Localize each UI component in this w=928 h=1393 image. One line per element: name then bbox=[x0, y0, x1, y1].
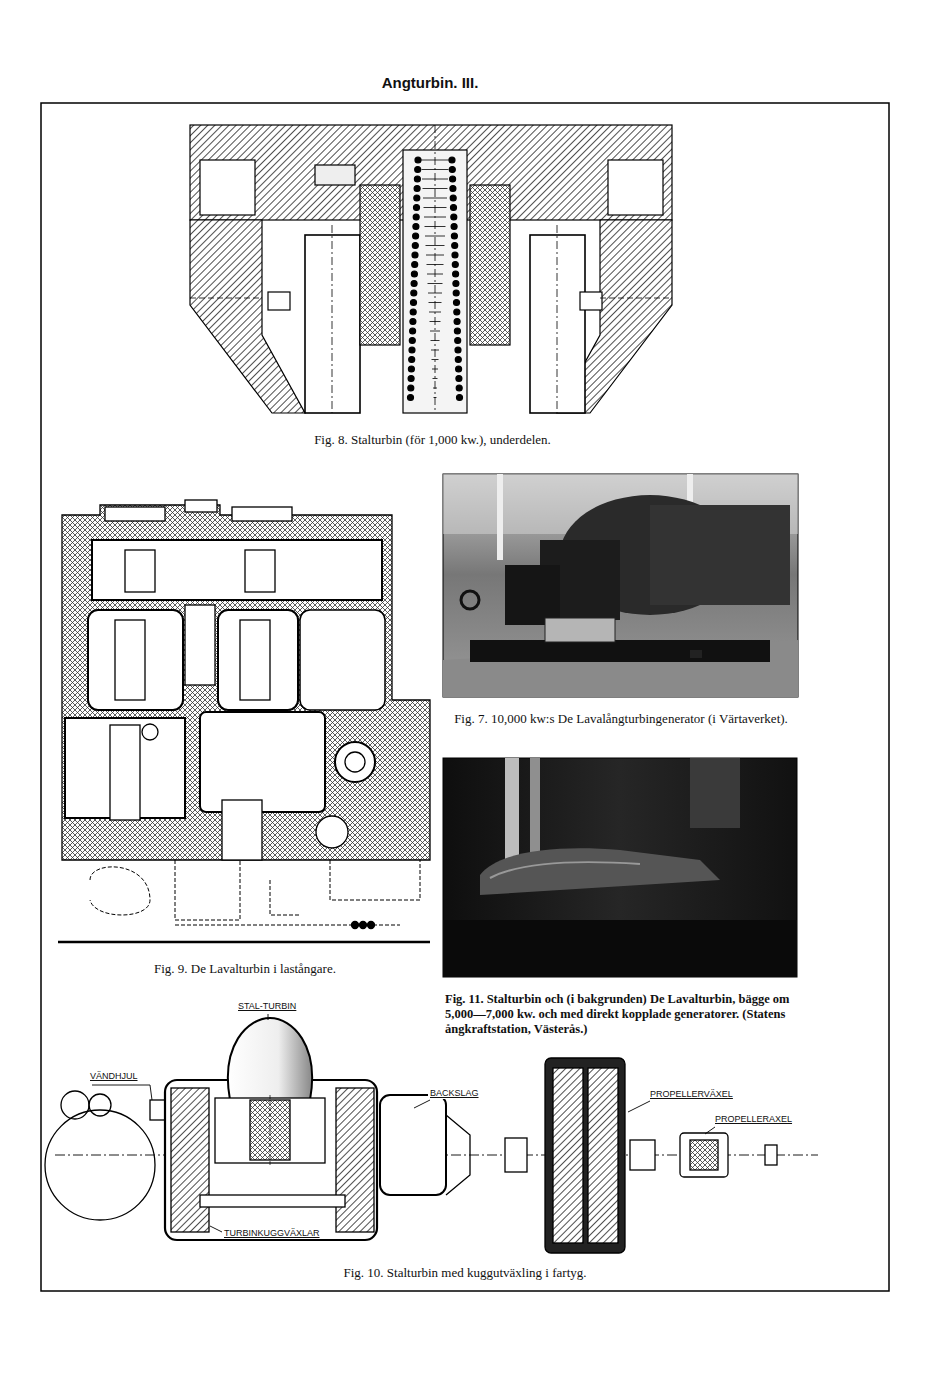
fig11-photo bbox=[443, 758, 797, 977]
fig10-drive bbox=[45, 1014, 818, 1253]
fig8-section bbox=[190, 125, 672, 413]
fig7-photo bbox=[443, 474, 798, 697]
figure-caption: Fig. 11. Stalturbin och (i bakgrunden) D… bbox=[445, 992, 803, 1037]
fig9-plan bbox=[58, 500, 430, 942]
figure-caption: Fig. 8. Stalturbin (för 1,000 kw.), unde… bbox=[185, 432, 680, 448]
figure-caption: Fig. 7. 10,000 kw:s De Lavalångturbingen… bbox=[440, 711, 802, 727]
part-name: TURBINKUGGVÄXLAR bbox=[222, 1228, 322, 1239]
plate-title: Angturbin. III. bbox=[230, 74, 630, 92]
part-name: STAL-TURBIN bbox=[236, 1001, 298, 1012]
part-name: PROPELLERAXEL bbox=[713, 1114, 794, 1125]
figure-caption: Fig. 10. Stalturbin med kuggutväxling i … bbox=[180, 1265, 750, 1281]
part-name: VÄNDHJUL bbox=[88, 1071, 140, 1082]
part-name: PROPELLERVÄXEL bbox=[648, 1089, 735, 1100]
part-name: BACKSLAG bbox=[428, 1088, 481, 1099]
figure-caption: Fig. 9. De Lavalturbin i lastångare. bbox=[55, 961, 435, 977]
